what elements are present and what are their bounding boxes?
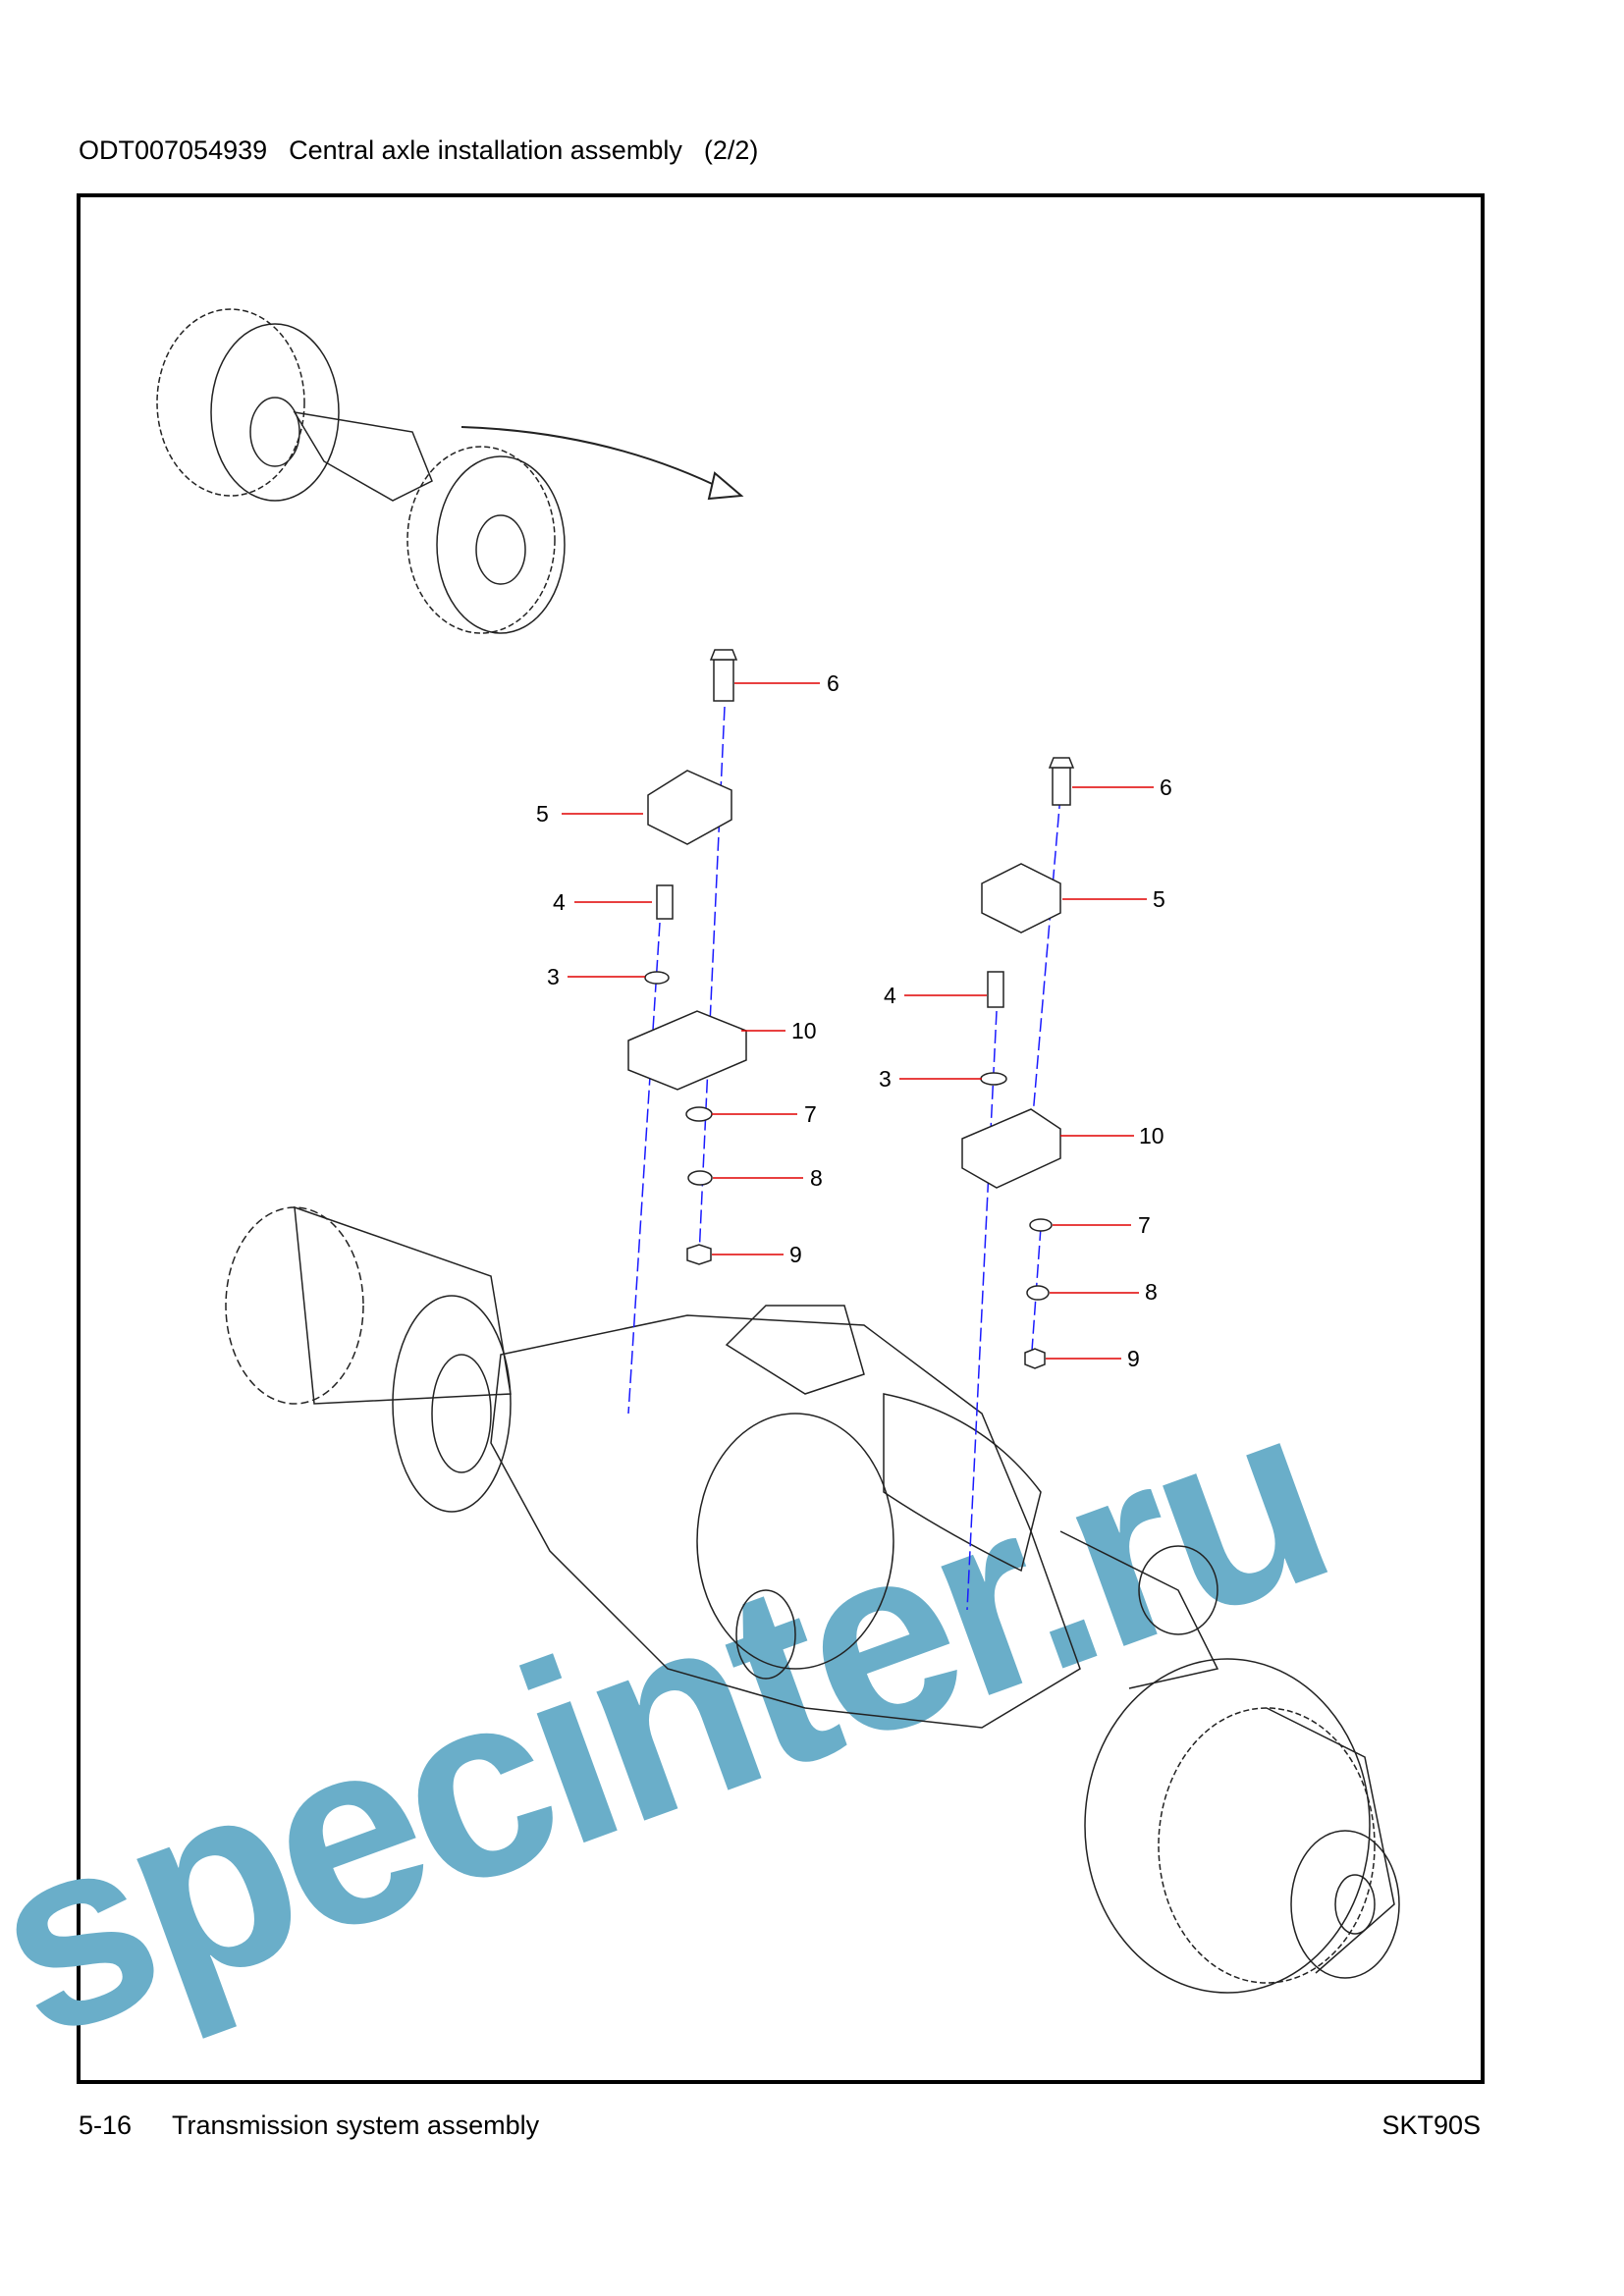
mount-10 bbox=[627, 1010, 747, 1091]
footer-page-number: 5-16 bbox=[79, 2110, 133, 2140]
doc-code: ODT007054939 bbox=[79, 135, 268, 165]
parts-left bbox=[627, 649, 747, 1265]
screw-4 bbox=[656, 884, 674, 920]
central-axle-illustration bbox=[225, 1205, 1400, 1994]
washer-7 bbox=[685, 1106, 713, 1122]
callout-7: 7 bbox=[804, 1101, 817, 1127]
callout-6: 6 bbox=[1160, 774, 1172, 800]
bracket-5 bbox=[981, 863, 1061, 934]
nut-9 bbox=[686, 1244, 712, 1265]
washer-3 bbox=[980, 1072, 1007, 1086]
footer-section: Transmission system assembly bbox=[172, 2110, 540, 2140]
callout-5: 5 bbox=[1153, 886, 1165, 912]
parts-right bbox=[961, 757, 1075, 1369]
bracket-5 bbox=[647, 770, 732, 845]
footer-model: SKT90S bbox=[1381, 2110, 1481, 2140]
washer-8 bbox=[1026, 1285, 1050, 1301]
page-header: ODT007054939 Central axle installation as… bbox=[79, 135, 780, 166]
washer-7 bbox=[1029, 1218, 1053, 1232]
callout-3: 3 bbox=[547, 964, 560, 989]
callout-3: 3 bbox=[879, 1066, 892, 1092]
callout-9: 9 bbox=[1127, 1346, 1140, 1371]
overview-axle-illustration bbox=[156, 308, 744, 634]
washer-3 bbox=[644, 971, 670, 985]
mount-10 bbox=[961, 1108, 1061, 1189]
bolt-6 bbox=[1052, 767, 1071, 806]
callout-5: 5 bbox=[536, 801, 549, 827]
nut-9 bbox=[1024, 1348, 1046, 1369]
callout-8: 8 bbox=[810, 1165, 823, 1191]
bolt-6 bbox=[713, 659, 734, 702]
callout-10: 10 bbox=[1139, 1123, 1164, 1148]
page-part: (2/2) bbox=[703, 135, 759, 165]
screw-4 bbox=[987, 971, 1004, 1008]
callout-8: 8 bbox=[1145, 1279, 1158, 1305]
callout-4: 4 bbox=[553, 889, 566, 915]
callout-4: 4 bbox=[884, 983, 896, 1008]
callout-9: 9 bbox=[789, 1242, 802, 1267]
leader-lines bbox=[562, 682, 1154, 1360]
callout-10: 10 bbox=[791, 1018, 817, 1043]
washer-8 bbox=[687, 1170, 713, 1186]
callout-6: 6 bbox=[827, 670, 839, 696]
page-title: Central axle installation assembly bbox=[289, 135, 682, 165]
callout-7: 7 bbox=[1138, 1212, 1151, 1238]
drawing-frame bbox=[77, 193, 1485, 2084]
